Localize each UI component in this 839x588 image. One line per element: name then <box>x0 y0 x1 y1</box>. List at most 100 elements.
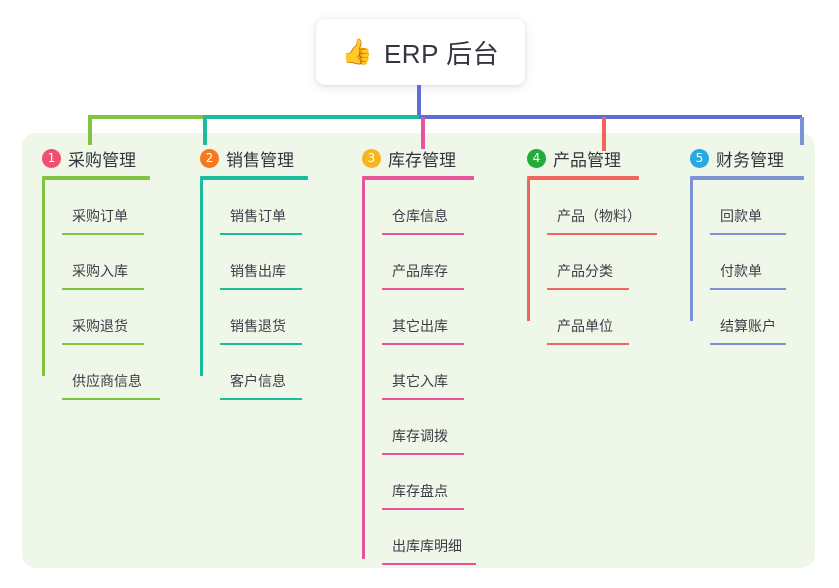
list-item[interactable]: 采购入库 <box>62 235 150 290</box>
list-item-rule <box>382 288 464 290</box>
list-item[interactable]: 销售退货 <box>220 290 308 345</box>
list-item-rule <box>710 343 786 345</box>
list-item-rule <box>62 288 144 290</box>
list-item-label: 供应商信息 <box>72 373 142 389</box>
list-item[interactable]: 产品分类 <box>547 235 639 290</box>
list-item[interactable]: 销售出库 <box>220 235 308 290</box>
list-item[interactable]: 仓库信息 <box>382 180 474 235</box>
list-item-rule <box>62 398 160 400</box>
list-item-rule <box>62 343 144 345</box>
column-header-4[interactable]: 4 产品管理 <box>527 145 639 171</box>
connector-stem <box>417 85 421 119</box>
column-title-5: 财务管理 <box>716 150 784 170</box>
column-items-3: 仓库信息产品库存其它出库其它入库库存调拨库存盘点出库库明细 <box>362 180 476 565</box>
column-badge-3: 3 <box>362 148 381 168</box>
list-item-label: 付款单 <box>720 263 762 279</box>
column-title-4: 产品管理 <box>553 150 621 170</box>
column-header-rule-5 <box>690 176 804 180</box>
list-item[interactable]: 库存调拨 <box>382 400 474 455</box>
root-node-erp-backend[interactable]: 👍 ERP 后台 <box>316 19 525 85</box>
connector-drop-5 <box>800 117 804 145</box>
list-item[interactable]: 回款单 <box>710 180 804 235</box>
list-item-rule <box>382 398 464 400</box>
list-item-rule <box>547 288 629 290</box>
column-spine-1 <box>42 180 45 376</box>
list-item-label: 产品单位 <box>557 318 613 334</box>
column-header-3[interactable]: 3 库存管理 <box>362 145 474 171</box>
list-item-label: 其它入库 <box>392 373 448 389</box>
column-items-5: 回款单付款单结算账户 <box>690 180 804 345</box>
list-item[interactable]: 产品（物料） <box>547 180 657 235</box>
column-title-1: 采购管理 <box>68 150 136 170</box>
list-item[interactable]: 其它出库 <box>382 290 474 345</box>
column-header-2[interactable]: 2 销售管理 <box>200 145 308 171</box>
column-items-1: 采购订单采购入库采购退货供应商信息 <box>42 180 160 400</box>
list-item-label: 库存调拨 <box>392 428 448 444</box>
list-item-rule <box>382 508 464 510</box>
list-item[interactable]: 付款单 <box>710 235 804 290</box>
connector-drop-3 <box>421 117 425 149</box>
list-item-rule <box>547 233 657 235</box>
list-item-rule <box>220 343 302 345</box>
column-badge-4: 4 <box>527 148 546 168</box>
column-1: 1 采购管理采购订单采购入库采购退货供应商信息 <box>42 145 160 400</box>
list-item[interactable]: 库存盘点 <box>382 455 474 510</box>
list-item-label: 出库库明细 <box>392 538 462 554</box>
list-item[interactable]: 采购退货 <box>62 290 150 345</box>
list-item-label: 产品分类 <box>557 263 613 279</box>
list-item-label: 库存盘点 <box>392 483 448 499</box>
column-header-5[interactable]: 5 财务管理 <box>690 145 804 171</box>
list-item-label: 销售订单 <box>230 208 286 224</box>
column-badge-1: 1 <box>42 148 61 168</box>
thumbs-up-icon: 👍 <box>341 37 373 66</box>
list-item-rule <box>547 343 629 345</box>
list-item-label: 客户信息 <box>230 373 286 389</box>
list-item-rule <box>382 233 464 235</box>
list-item-label: 采购订单 <box>72 208 128 224</box>
list-item[interactable]: 出库库明细 <box>382 510 476 565</box>
column-title-2: 销售管理 <box>226 150 294 170</box>
column-2: 2 销售管理销售订单销售出库销售退货客户信息 <box>200 145 308 400</box>
list-item[interactable]: 结算账户 <box>710 290 804 345</box>
list-item-rule <box>220 233 302 235</box>
list-item-rule <box>710 288 786 290</box>
root-node-label: ERP 后台 <box>383 38 500 69</box>
list-item-label: 产品库存 <box>392 263 448 279</box>
connector-drop-1 <box>88 117 92 145</box>
column-4: 4 产品管理产品（物料） 产品分类产品单位 <box>527 145 657 345</box>
list-item-rule <box>382 343 464 345</box>
list-item-rule <box>382 563 476 565</box>
column-badge-5: 5 <box>690 148 709 168</box>
column-title-3: 库存管理 <box>388 150 456 170</box>
list-item[interactable]: 销售订单 <box>220 180 308 235</box>
list-item-rule <box>220 288 302 290</box>
list-item-label: 结算账户 <box>720 318 776 334</box>
list-item-label: 销售退货 <box>230 318 286 334</box>
list-item[interactable]: 产品库存 <box>382 235 474 290</box>
root-node-inner: 👍 ERP 后台 <box>342 34 499 71</box>
connector-drop-2 <box>203 117 207 145</box>
list-item[interactable]: 产品单位 <box>547 290 639 345</box>
list-item[interactable]: 采购订单 <box>62 180 150 235</box>
list-item-label: 回款单 <box>720 208 762 224</box>
column-header-1[interactable]: 1 采购管理 <box>42 145 150 171</box>
column-5: 5 财务管理回款单付款单结算账户 <box>690 145 804 345</box>
column-items-2: 销售订单销售出库销售退货客户信息 <box>200 180 308 400</box>
list-item-label: 仓库信息 <box>392 208 448 224</box>
column-spine-5 <box>690 180 693 321</box>
list-item[interactable]: 供应商信息 <box>62 345 160 400</box>
column-header-rule-3 <box>362 176 474 180</box>
column-badge-2: 2 <box>200 148 219 168</box>
list-item[interactable]: 客户信息 <box>220 345 308 400</box>
list-item-label: 采购入库 <box>72 263 128 279</box>
column-spine-4 <box>527 180 530 321</box>
column-header-rule-1 <box>42 176 150 180</box>
list-item-rule <box>62 233 144 235</box>
list-item[interactable]: 其它入库 <box>382 345 474 400</box>
list-item-label: 销售出库 <box>230 263 286 279</box>
list-item-label: 采购退货 <box>72 318 128 334</box>
bus-segment-teal <box>203 115 421 119</box>
column-header-rule-2 <box>200 176 308 180</box>
column-header-rule-4 <box>527 176 639 180</box>
list-item-rule <box>382 453 464 455</box>
